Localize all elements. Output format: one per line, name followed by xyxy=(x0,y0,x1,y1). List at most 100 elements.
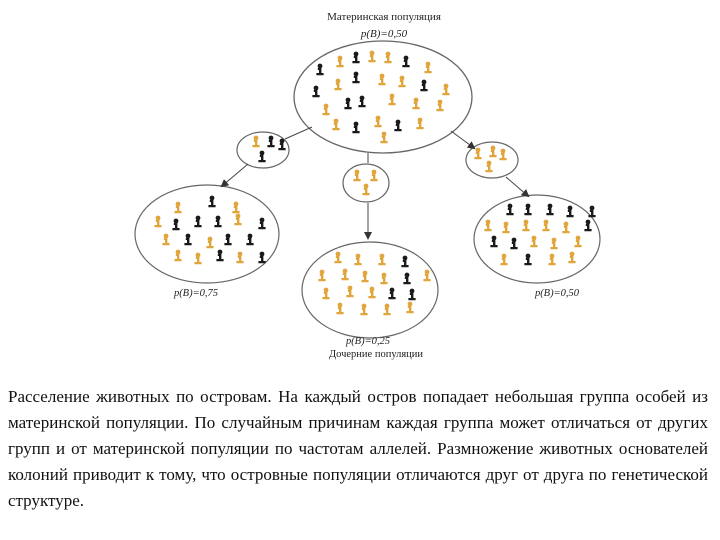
light-individual-icon xyxy=(485,160,493,173)
light-individual-icon xyxy=(154,215,162,228)
dark-individual-icon xyxy=(566,205,574,218)
dark-individual-icon xyxy=(214,215,222,228)
daughter-population-left-ellipse xyxy=(134,184,280,284)
light-individual-icon xyxy=(334,78,342,91)
dark-individual-icon xyxy=(490,235,498,248)
light-individual-icon xyxy=(416,117,424,130)
figure-caption: Расселение животных по островам. На кажд… xyxy=(8,387,708,510)
light-individual-icon xyxy=(318,269,326,282)
dark-individual-icon xyxy=(208,195,216,208)
light-individual-icon xyxy=(162,233,170,246)
light-individual-icon xyxy=(341,268,349,281)
founder-group-left-ellipse xyxy=(236,131,290,169)
light-individual-icon xyxy=(530,235,538,248)
dark-individual-icon xyxy=(184,233,192,246)
light-individual-icon xyxy=(542,219,550,232)
dark-individual-icon xyxy=(246,233,254,246)
light-individual-icon xyxy=(354,253,362,266)
light-individual-icon xyxy=(206,236,214,249)
dark-individual-icon xyxy=(258,217,266,230)
light-individual-icon xyxy=(194,252,202,265)
dark-individual-icon xyxy=(394,119,402,132)
light-individual-icon xyxy=(442,83,450,96)
light-individual-icon xyxy=(232,201,240,214)
light-individual-icon xyxy=(378,253,386,266)
light-individual-icon xyxy=(322,103,330,116)
dark-individual-icon xyxy=(588,205,596,218)
parent-frequency-label: p(B)=0,50 xyxy=(360,28,408,40)
light-individual-icon xyxy=(360,303,368,316)
dark-individual-icon xyxy=(352,51,360,64)
light-individual-icon xyxy=(484,219,492,232)
light-individual-icon xyxy=(502,221,510,234)
dark-individual-icon xyxy=(258,150,266,163)
daughter-population-right-ellipse xyxy=(473,194,601,284)
dark-individual-icon xyxy=(420,79,428,92)
light-individual-icon xyxy=(522,219,530,232)
light-individual-icon xyxy=(353,169,361,182)
dark-individual-icon xyxy=(316,63,324,76)
dark-individual-icon xyxy=(352,121,360,134)
light-individual-icon xyxy=(236,251,244,264)
light-individual-icon xyxy=(362,183,370,196)
parent-population-ellipse xyxy=(293,40,473,154)
dark-individual-icon xyxy=(358,95,366,108)
connector-parent-to-left xyxy=(284,126,313,140)
dark-individual-icon xyxy=(172,218,180,231)
light-individual-icon xyxy=(423,269,431,282)
dark-individual-icon xyxy=(388,287,396,300)
light-individual-icon xyxy=(474,147,482,160)
light-individual-icon xyxy=(424,61,432,74)
dark-individual-icon xyxy=(584,219,592,232)
dark-individual-icon xyxy=(312,85,320,98)
dark-individual-icon xyxy=(258,251,266,264)
light-individual-icon xyxy=(378,73,386,86)
founder-group-center-ellipse xyxy=(342,163,390,203)
light-individual-icon xyxy=(361,270,369,283)
light-individual-icon xyxy=(398,75,406,88)
left-island-frequency-label: p(B)=0,75 xyxy=(173,288,218,299)
light-individual-icon xyxy=(562,221,570,234)
light-individual-icon xyxy=(489,145,497,158)
dark-individual-icon xyxy=(408,288,416,301)
center-island-frequency-label: p(B)=0,25 xyxy=(345,336,390,347)
light-individual-icon xyxy=(384,51,392,64)
light-individual-icon xyxy=(252,135,260,148)
light-individual-icon xyxy=(346,285,354,298)
light-individual-icon xyxy=(234,213,242,226)
founder-group-right-ellipse xyxy=(465,141,519,179)
light-individual-icon xyxy=(548,253,556,266)
dark-individual-icon xyxy=(352,71,360,84)
light-individual-icon xyxy=(374,115,382,128)
light-individual-icon xyxy=(174,249,182,262)
dark-individual-icon xyxy=(546,203,554,216)
daughter-population-center-ellipse xyxy=(301,241,439,339)
dark-individual-icon xyxy=(224,233,232,246)
dark-individual-icon xyxy=(216,249,224,262)
dark-individual-icon xyxy=(402,55,410,68)
light-individual-icon xyxy=(332,118,340,131)
light-individual-icon xyxy=(500,253,508,266)
light-individual-icon xyxy=(412,97,420,110)
light-individual-icon xyxy=(370,169,378,182)
population-diagram: Материнская популяция p(B)=0,50 p(B)=0,7… xyxy=(134,11,601,360)
light-individual-icon xyxy=(322,287,330,300)
light-individual-icon xyxy=(406,301,414,314)
light-individual-icon xyxy=(383,303,391,316)
connector-parent-to-right xyxy=(450,130,476,150)
dark-individual-icon xyxy=(267,135,275,148)
light-individual-icon xyxy=(174,201,182,214)
dark-individual-icon xyxy=(194,215,202,228)
dark-individual-icon xyxy=(524,253,532,266)
light-individual-icon xyxy=(380,131,388,144)
light-individual-icon xyxy=(568,251,576,264)
light-individual-icon xyxy=(336,302,344,315)
dark-individual-icon xyxy=(403,272,411,285)
light-individual-icon xyxy=(436,99,444,112)
dark-individual-icon xyxy=(344,97,352,110)
light-individual-icon xyxy=(380,272,388,285)
light-individual-icon xyxy=(368,50,376,63)
light-individual-icon xyxy=(368,286,376,299)
light-individual-icon xyxy=(550,237,558,250)
arrow-left-group-to-island xyxy=(220,163,249,188)
